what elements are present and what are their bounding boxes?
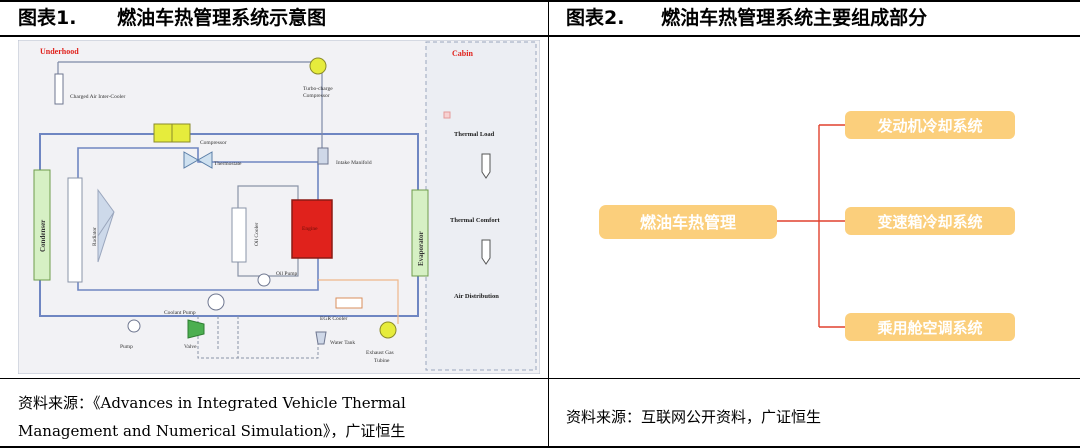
coolant-pump-label: Coolant Pump <box>164 310 196 316</box>
mindmap-connectors <box>777 124 845 328</box>
evaporator-label: Evaporator <box>417 231 425 266</box>
thermostat <box>183 151 213 169</box>
egr-cooler <box>335 297 363 309</box>
mindmap-branch-1-label: 发动机冷却系统 <box>876 117 982 135</box>
cabin-region <box>425 41 537 371</box>
left-figure-caption: 燃油车热管理系统示意图 <box>117 7 327 29</box>
left-figure-number: 图表1. <box>18 7 77 29</box>
radiator-label: Radiator <box>92 227 98 246</box>
left-source-line-2: Management and Numerical Simulation》，广证恒… <box>18 422 406 440</box>
top-border <box>0 0 1080 2</box>
mindmap: 燃油车热管理 发动机冷却系统 变速箱冷却系统 乘用舱空调系统 <box>599 111 1015 341</box>
cabin-indicator <box>443 111 451 119</box>
water-tank-label: Water Tank <box>330 340 355 346</box>
air-distribution-label: Air Distribution <box>454 293 499 300</box>
underhood-label: Underhood <box>40 47 79 56</box>
exhaust-gas-turbine-label-1: Exhaust Gas <box>366 350 394 356</box>
oil-pump-label: Oil Pump <box>276 271 297 277</box>
turbo-charge-label-1: Turbo-charge <box>303 86 333 92</box>
mindmap-root-box <box>599 205 777 239</box>
mindmap-branch-3-box <box>845 313 1015 341</box>
thermostat-label: Thermostate <box>214 161 242 167</box>
left-source-line-1: 资料来源：《Advances in Integrated Vehicle The… <box>18 394 406 412</box>
thermal-comfort-label: Thermal Comfort <box>450 217 500 224</box>
thermal-comfort-arrow <box>481 239 491 265</box>
intake-manifold <box>317 147 329 165</box>
right-figure-title: 图表2. 燃油车热管理系统主要组成部分 <box>566 3 927 33</box>
thermal-management-diagram: Underhood Cabin Charged Air Inter-Cooler… <box>18 40 540 374</box>
oil-cooler-label: Oil Cooler <box>254 222 260 246</box>
right-figure-caption: 燃油车热管理系统主要组成部分 <box>661 7 928 29</box>
egr-cooler-label: EGR Cooler <box>320 316 348 322</box>
right-source: 资料来源：互联网公开资料，广证恒生 <box>566 408 822 426</box>
oil-pump <box>257 273 271 287</box>
radiator-fan <box>97 188 115 263</box>
pump <box>127 319 141 333</box>
mindmap-branch-1-box <box>845 111 1015 139</box>
oil-cooler <box>231 207 247 263</box>
thermal-load-label: Thermal Load <box>454 131 495 138</box>
column-divider <box>548 0 549 448</box>
charged-air-inter-cooler <box>54 73 64 105</box>
mindmap-root-label: 燃油车热管理 <box>640 213 736 232</box>
left-figure-title: 图表1. 燃油车热管理系统示意图 <box>18 3 326 33</box>
header-divider <box>0 35 1080 37</box>
mindmap-branch-3-label: 乘用舱空调系统 <box>876 319 982 337</box>
compressor-label: Compressor <box>200 140 227 146</box>
valve-label: Valve <box>184 344 197 350</box>
coolant-pump <box>207 293 225 311</box>
water-tank <box>315 331 327 345</box>
condenser-label: Condenser <box>39 220 47 252</box>
turbo-charge-label-2: Compressor <box>303 93 330 99</box>
intake-manifold-label: Intake Manifold <box>336 159 372 166</box>
turbo-charge-compressor <box>309 57 327 75</box>
right-figure-number: 图表2. <box>566 7 625 29</box>
condenser <box>33 169 51 281</box>
thermal-load-arrow <box>481 153 491 179</box>
engine-label: Engine <box>302 226 318 232</box>
exhaust-gas-turbine <box>379 321 397 339</box>
radiator <box>67 177 83 283</box>
footer-divider <box>0 378 1080 379</box>
bottom-border <box>0 446 1080 448</box>
cabin-label: Cabin <box>452 49 473 58</box>
valve <box>187 319 205 339</box>
evaporator <box>411 189 429 277</box>
exhaust-gas-turbine-label-2: Tubine <box>374 358 390 364</box>
mindmap-branch-2-box <box>845 207 1015 235</box>
egr-line <box>318 279 399 324</box>
engine <box>291 199 333 259</box>
mindmap-branch-2-label: 变速箱冷却系统 <box>877 213 982 231</box>
pump-label: Pump <box>120 344 133 350</box>
charged-air-inter-cooler-label: Charged Air Inter-Cooler <box>70 94 126 100</box>
